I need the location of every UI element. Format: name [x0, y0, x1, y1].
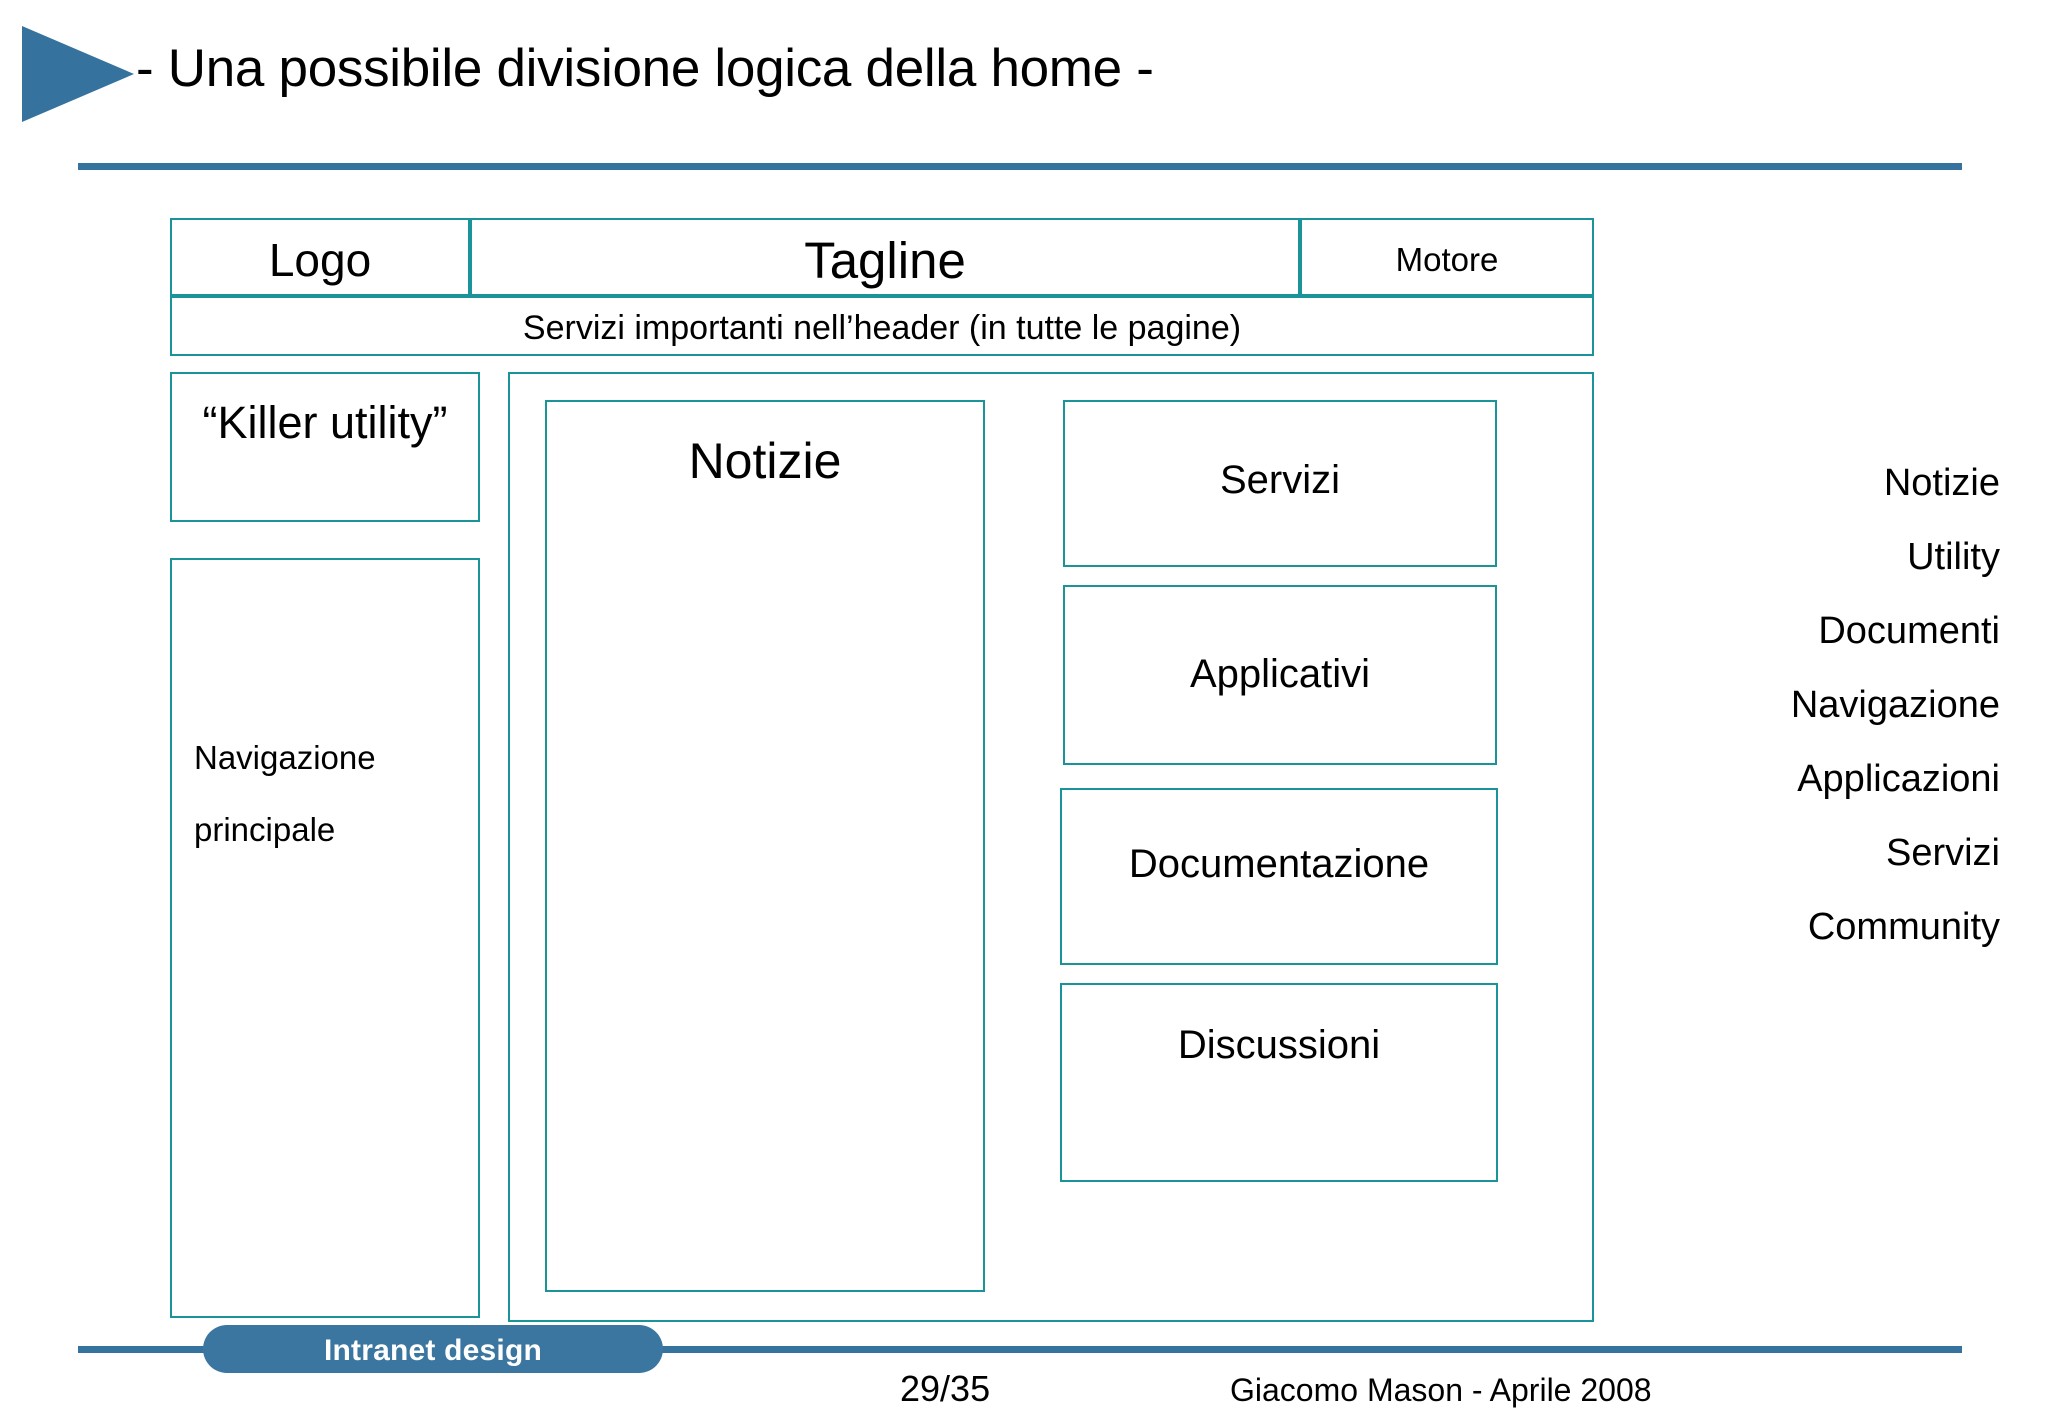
wireframe-navigation-line-2: principale [194, 811, 336, 848]
legend-item: Servizi [1885, 832, 2000, 874]
legend-item: Notizie [1883, 462, 2000, 504]
wireframe-search-engine-label: Motore [1395, 241, 1499, 278]
title-arrow-icon [22, 26, 134, 122]
wireframe-header-services-box: Servizi importanti nell’header (in tutte… [170, 296, 1594, 356]
wireframe-navigation-label: Navigazione principale [194, 722, 466, 866]
legend-item: Utility [1907, 536, 2000, 578]
wireframe-killer-utility-box: “Killer utility” [170, 372, 480, 522]
footer-section-pill: Intranet design [203, 1325, 663, 1373]
wireframe-logo-box: Logo [170, 218, 470, 296]
wireframe-tagline-label: Tagline [804, 232, 966, 289]
footer-section-label: Intranet design [323, 1334, 543, 1367]
footer-divider [78, 1346, 1962, 1353]
wireframe-tagline-box: Tagline [470, 218, 1300, 296]
legend-list: Notizie Utility Documenti Navigazione Ap… [1580, 446, 2000, 964]
wireframe-killer-utility-label: “Killer utility” [202, 397, 448, 448]
wireframe-news-label: Notizie [688, 433, 842, 489]
wireframe-applicativi-label: Applicativi [1189, 652, 1371, 696]
footer-author: Giacomo Mason - Aprile 2008 [1230, 1372, 1652, 1408]
wireframe-documentazione-box: Documentazione [1060, 788, 1498, 965]
wireframe-navigation-box: Navigazione principale [170, 558, 480, 1318]
legend-item: Community [1807, 906, 2000, 948]
slide-number: 29/35 [900, 1368, 991, 1409]
page-title: - Una possibile divisione logica della h… [136, 39, 1154, 98]
wireframe-servizi-box: Servizi [1063, 400, 1497, 567]
title-divider [78, 163, 1962, 170]
wireframe-header-services-label: Servizi importanti nell’header (in tutte… [522, 309, 1242, 347]
legend-item: Applicazioni [1797, 758, 2000, 800]
wireframe-navigation-line-1: Navigazione [194, 739, 376, 776]
wireframe-news-box: Notizie [545, 400, 985, 1292]
wireframe-applicativi-box: Applicativi [1063, 585, 1497, 765]
wireframe-discussioni-label: Discussioni [1177, 1023, 1381, 1067]
legend-item: Navigazione [1790, 684, 2000, 726]
legend-item: Documenti [1818, 610, 2000, 652]
wireframe-servizi-label: Servizi [1219, 458, 1341, 502]
wireframe-logo-label: Logo [268, 234, 372, 286]
wireframe-discussioni-box: Discussioni [1060, 983, 1498, 1182]
wireframe-documentazione-label: Documentazione [1128, 842, 1430, 886]
wireframe-search-engine-box: Motore [1300, 218, 1594, 296]
